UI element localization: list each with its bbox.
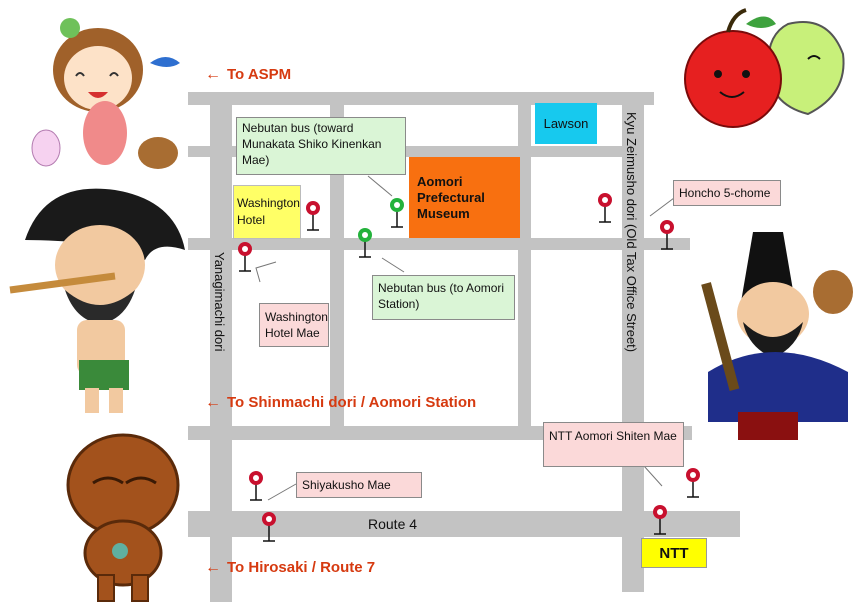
flute-player-illustration bbox=[9, 188, 185, 413]
museum-label: Aomori Prefectural Museum bbox=[417, 174, 485, 221]
kyu-zeimusho-street-label: Kyu Zeimusho dori (Old Tax Office Street… bbox=[624, 112, 639, 353]
route4-label: Route 4 bbox=[368, 516, 418, 532]
bus-stop-red-icon bbox=[686, 468, 700, 498]
museum-building: Aomori Prefectural Museum bbox=[409, 157, 520, 238]
road-north-upper bbox=[188, 146, 632, 157]
direction-aspm: ← To ASPM bbox=[205, 66, 291, 83]
bus-stop-red-icon bbox=[249, 471, 263, 501]
lawson-store: Lawson bbox=[535, 103, 597, 144]
callout-ntt-shiten: NTT Aomori Shiten Mae bbox=[543, 422, 684, 467]
girl-with-animals-illustration bbox=[31, 18, 180, 169]
bus-stop-red-icon bbox=[660, 220, 674, 250]
bus-stop-green-icon bbox=[358, 228, 372, 258]
direction-hirosaki: ← To Hirosaki / Route 7 bbox=[205, 559, 375, 576]
yanagimachi-street-label: Yanagimachi dori bbox=[212, 252, 227, 352]
bus-stop-red-icon bbox=[653, 505, 667, 535]
callout-nebutan-station: Nebutan bus (to Aomori Station) bbox=[372, 275, 515, 320]
washington-hotel: Washington Hotel bbox=[233, 185, 301, 239]
road-vertical-3 bbox=[518, 92, 531, 438]
ntt-building: NTT bbox=[641, 538, 707, 568]
direction-shinmachi-text: To Shinmachi dori / Aomori Station bbox=[227, 394, 477, 411]
direction-hirosaki-text: To Hirosaki / Route 7 bbox=[227, 559, 376, 576]
seated-noble-illustration bbox=[701, 232, 853, 440]
bus-stop-red-icon bbox=[262, 512, 276, 542]
left-arrow-icon: ← bbox=[205, 558, 221, 576]
direction-aspm-text: To ASPM bbox=[227, 66, 292, 83]
left-arrow-icon: ← bbox=[205, 393, 221, 411]
road-top bbox=[188, 92, 654, 105]
ntt-label: NTT bbox=[659, 544, 689, 562]
lawson-label: Lawson bbox=[543, 116, 589, 131]
bus-stop-red-icon bbox=[306, 201, 320, 231]
callout-washington-hotel-mae: Washington Hotel Mae bbox=[259, 303, 329, 347]
callout-nebutan-munakata: Nebutan bus (toward Munakata Shiko Kinen… bbox=[236, 117, 406, 175]
road-yanagimachi bbox=[210, 92, 232, 602]
road-kyu-zeimusho bbox=[622, 92, 644, 592]
left-arrow-icon: ← bbox=[205, 65, 221, 83]
road-vertical-2 bbox=[330, 92, 344, 437]
bus-stop-red-icon bbox=[598, 193, 612, 223]
callout-honcho: Honcho 5-chome bbox=[673, 180, 781, 206]
bus-stop-green-icon bbox=[390, 198, 404, 228]
direction-shinmachi: ← To Shinmachi dori / Aomori Station bbox=[205, 394, 476, 411]
washington-hotel-label: Washington Hotel bbox=[237, 196, 300, 227]
apple-characters-illustration bbox=[684, 8, 845, 128]
road-route4 bbox=[188, 511, 740, 537]
road-middle bbox=[188, 238, 690, 250]
callout-shiyakusho: Shiyakusho Mae bbox=[296, 472, 422, 498]
bus-stop-red-icon bbox=[238, 242, 252, 272]
dogu-figure-illustration bbox=[66, 433, 180, 602]
